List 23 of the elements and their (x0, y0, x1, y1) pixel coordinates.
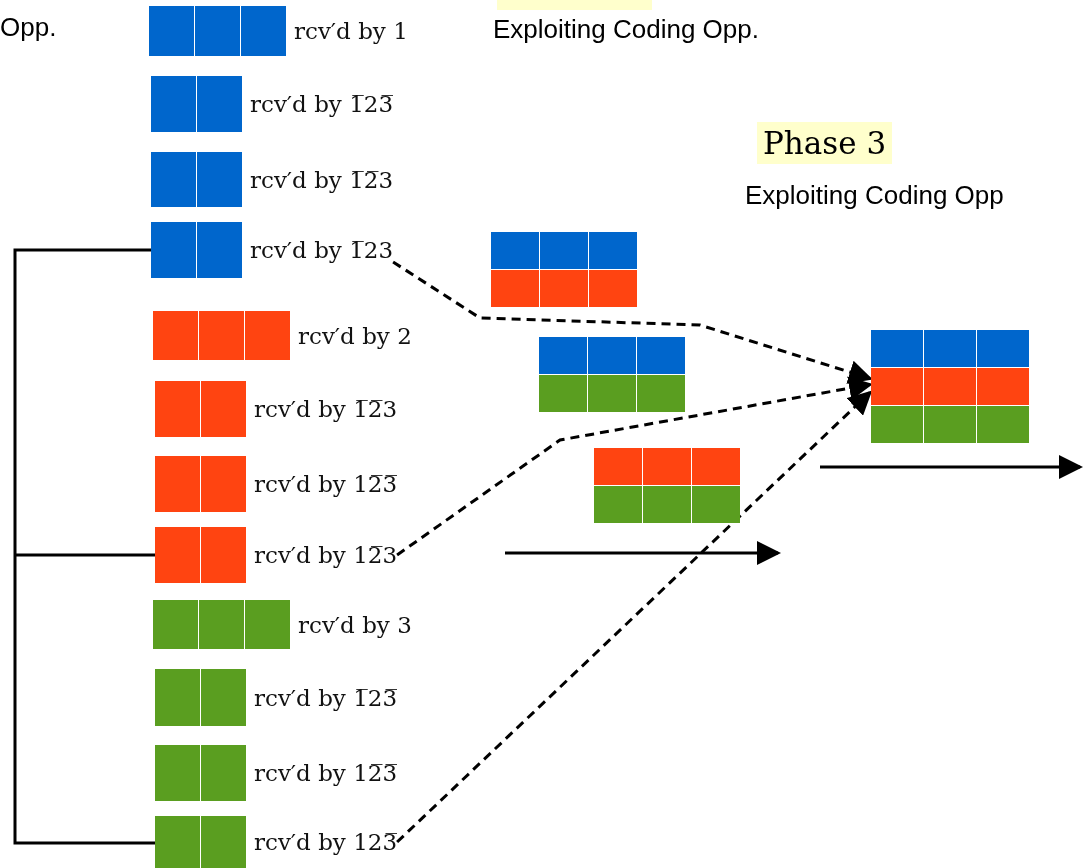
arrow (392, 260, 873, 384)
packet-label: rcv′d by 1̅23̅ (254, 684, 398, 711)
packet-label: rcv′d by 2 (298, 322, 412, 349)
phase-caption: Exploiting Coding Opp (745, 180, 1004, 211)
packet-label: rcv′d by 1̅23 (250, 237, 394, 263)
packet-label: rcv′d by 12̅3̅ (254, 760, 398, 786)
packet-label: rcv′d by 1̅2̅3 (254, 396, 398, 422)
packet-label: rcv′d by 12̅3 (254, 542, 398, 568)
coded-packet-block (539, 337, 685, 412)
packet-label: rcv′d by 12̅3̅ (254, 471, 398, 497)
packet-label: rcv′d by 3 (298, 611, 412, 638)
coded-packet-block (871, 330, 1029, 443)
phase-caption: Opp. (0, 12, 57, 43)
packet-label: rcv′d by 1̅2̅3 (250, 166, 394, 193)
arrow (396, 390, 873, 844)
coded-packet-block (594, 448, 740, 523)
arrow (396, 376, 873, 557)
phase-caption: Exploiting Coding Opp. (493, 14, 759, 45)
packet-label: rcv′d by 1̅23̅ (250, 91, 394, 117)
coded-packet-block (491, 232, 637, 307)
packet-label: rcv′d by 123̅ (254, 829, 398, 855)
phase-heading: Phase 3 (757, 122, 893, 164)
packet-label: rcv′d by 1 (294, 18, 408, 44)
